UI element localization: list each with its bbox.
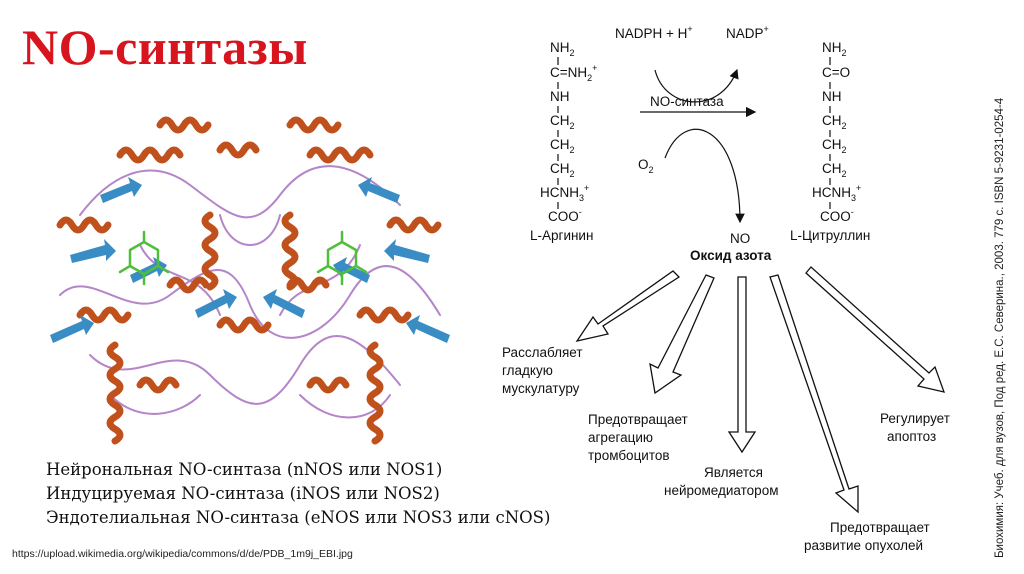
effect-arrow-platelets [649, 274, 715, 395]
nos-variants-list: Нейрональная NO-синтаза (nNOS или NOS1) … [46, 458, 550, 530]
beta-sheet [384, 239, 430, 263]
ligand-heme-right [316, 230, 368, 286]
svg-text:NH2: NH2 [550, 40, 575, 58]
svg-text:C=NH2+: C=NH2+ [550, 63, 597, 83]
svg-text:Расслабляет: Расслабляет [502, 345, 583, 360]
helix [201, 211, 219, 291]
helix [286, 116, 342, 134]
effect-tumor: Предотвращает развитие опухолей [804, 520, 930, 553]
svg-text:Регулирует: Регулирует [880, 411, 950, 426]
svg-text:тромбоцитов: тромбоцитов [588, 448, 670, 463]
helix [156, 116, 212, 134]
svg-text:агрегацию: агрегацию [588, 430, 653, 445]
beta-sheet [195, 289, 237, 318]
helix [356, 306, 412, 324]
effect-apoptosis: Регулирует апоптоз [880, 411, 950, 444]
svg-text:HCNH3+: HCNH3+ [812, 183, 861, 203]
reaction-scheme: NH2 C=NH2+ NH CH2 CH2 CH2 HCNH3+ COO- L-… [502, 24, 950, 553]
svg-text:CH2: CH2 [550, 137, 575, 155]
helix [216, 141, 260, 159]
oxygen-curve-arrow [664, 128, 745, 224]
helix [306, 376, 350, 394]
helix [306, 146, 374, 164]
svg-text:Является: Является [704, 465, 763, 480]
arginine-label: L-Аргинин [530, 228, 593, 243]
protein-loops [59, 165, 441, 419]
helix [281, 211, 299, 291]
effect-arrow-relax [575, 270, 681, 342]
helix [56, 216, 112, 234]
effect-relax: Расслабляет гладкую мускулатуру [502, 345, 583, 396]
helix [166, 276, 210, 294]
svg-text:C=O: C=O [822, 65, 850, 80]
svg-text:NH: NH [550, 89, 570, 104]
ligand-heme-left [118, 230, 170, 286]
beta-sheet [358, 177, 400, 203]
helix [366, 341, 384, 445]
effect-platelets: Предотвращает агрегацию тромбоцитов [588, 412, 688, 463]
svg-text:CH2: CH2 [822, 137, 847, 155]
svg-text:CH2: CH2 [550, 113, 575, 131]
effect-arrow-neuro [727, 276, 757, 454]
helix [386, 216, 442, 234]
beta-sheet [70, 239, 116, 263]
oxygen-label: O2 [638, 157, 654, 175]
slide-title: NO-синтазы [22, 19, 308, 75]
svg-text:COO-: COO- [820, 207, 854, 224]
variant-enos: Эндотелиальная NO-синтаза (eNOS или NOS3… [46, 508, 551, 527]
svg-text:NH: NH [822, 89, 842, 104]
svg-text:Предотвращает: Предотвращает [588, 412, 688, 427]
nitric-oxide-label: Оксид азота [690, 248, 772, 263]
enzyme-label: NO-синтаза [650, 94, 724, 109]
arginine-formula: NH2 C=NH2+ NH CH2 CH2 CH2 HCNH3+ COO- L-… [530, 40, 597, 243]
helix [76, 306, 132, 324]
svg-text:гладкую: гладкую [502, 363, 553, 378]
image-source-url: https://upload.wikimedia.org/wikipedia/c… [12, 548, 353, 560]
citrulline-formula: NH2 C=O NH CH2 CH2 CH2 HCNH3+ COO- L-Цит… [790, 40, 870, 243]
svg-text:CH2: CH2 [550, 161, 575, 179]
svg-text:Предотвращает: Предотвращает [830, 520, 930, 535]
variant-nnos: Нейрональная NO-синтаза (nNOS или NOS1) [46, 460, 443, 479]
effect-arrow-tumor [769, 274, 859, 514]
helix [216, 316, 272, 334]
svg-text:CH2: CH2 [822, 161, 847, 179]
no-formula: NO [730, 231, 750, 246]
citrulline-label: L-Цитруллин [790, 228, 870, 243]
beta-sheet [406, 315, 450, 343]
beta-sheet [100, 177, 142, 203]
svg-text:HCNH3+: HCNH3+ [540, 183, 589, 203]
helix [286, 276, 330, 294]
beta-sheet [263, 289, 305, 318]
helix [106, 341, 124, 445]
cofactor-nadph: NADPH + H+ [615, 24, 693, 41]
effect-neuro: Является нейромедиатором [664, 465, 778, 498]
svg-text:развитие опухолей: развитие опухолей [804, 538, 923, 553]
svg-text:COO-: COO- [548, 207, 582, 224]
helix [136, 376, 180, 394]
book-citation: Биохимия: Учеб. для вузов, Под ред. Е.С.… [994, 97, 1006, 558]
svg-text:CH2: CH2 [822, 113, 847, 131]
svg-text:нейромедиатором: нейромедиатором [664, 483, 778, 498]
svg-text:мускулатуру: мускулатуру [502, 381, 580, 396]
svg-text:NH2: NH2 [822, 40, 847, 58]
variant-inos: Индуцируемая NO-синтаза (iNOS или NOS2) [46, 484, 440, 503]
cofactor-nadp: NADP+ [726, 24, 769, 41]
svg-text:апоптоз: апоптоз [887, 429, 936, 444]
protein-structure-image [50, 116, 450, 445]
nadph-curve-arrow [654, 68, 739, 103]
beta-sheet [50, 315, 94, 343]
helix [116, 146, 184, 164]
effect-arrow-apoptosis [805, 266, 946, 393]
